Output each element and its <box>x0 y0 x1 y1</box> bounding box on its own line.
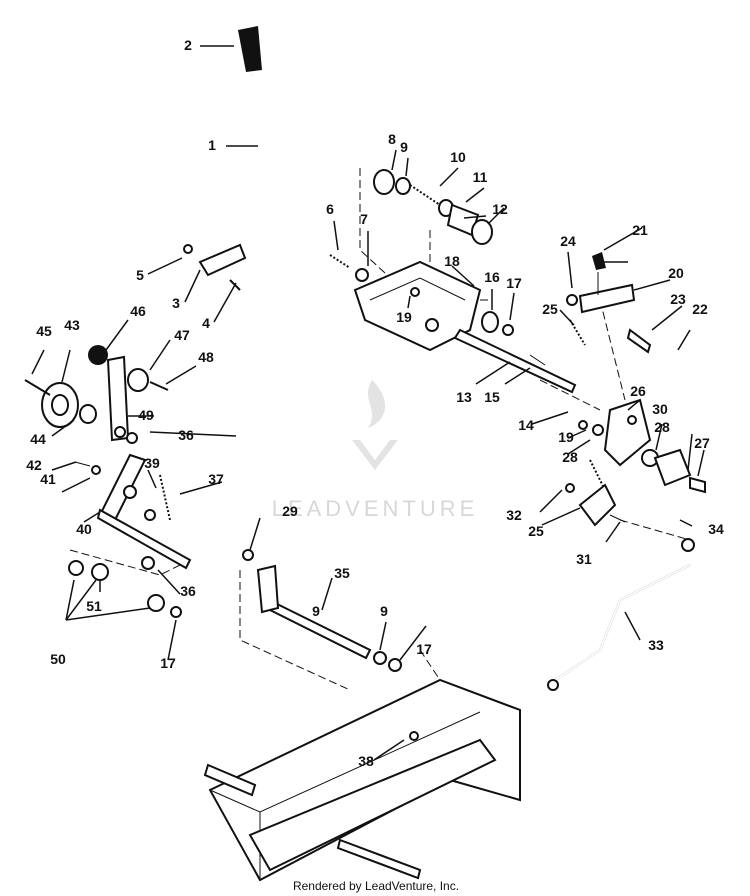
part-label-28: 28 <box>562 449 578 465</box>
part-label-28: 28 <box>654 419 670 435</box>
part-label-21: 21 <box>632 222 648 238</box>
part-label-9: 9 <box>312 603 320 619</box>
left-idler-assembly <box>24 243 247 618</box>
part-label-46: 46 <box>130 303 146 319</box>
footer-credit: Rendered by LeadVenture, Inc. <box>293 879 459 893</box>
part-label-30: 30 <box>652 401 668 417</box>
part-label-17: 17 <box>416 641 432 657</box>
part-label-20: 20 <box>668 265 684 281</box>
part-label-34: 34 <box>708 521 724 537</box>
part-label-49: 49 <box>138 407 154 423</box>
part-label-50: 50 <box>50 651 66 667</box>
part-label-40: 40 <box>76 521 92 537</box>
part-label-33: 33 <box>648 637 664 653</box>
part-label-22: 22 <box>692 301 708 317</box>
part-label-18: 18 <box>444 253 460 269</box>
part-label-44: 44 <box>30 431 46 447</box>
part-label-1: 1 <box>208 137 216 153</box>
right-linkage <box>565 252 706 527</box>
part-label-2: 2 <box>184 37 192 53</box>
part-label-36: 36 <box>178 427 194 443</box>
part-label-3: 3 <box>172 295 180 311</box>
watermark-logo-icon <box>352 380 398 470</box>
part-label-8: 8 <box>388 131 396 147</box>
part-label-25: 25 <box>528 523 544 539</box>
part-label-35: 35 <box>334 565 350 581</box>
part-label-23: 23 <box>670 291 686 307</box>
part-label-9: 9 <box>400 139 408 155</box>
part-labels <box>31 45 705 761</box>
part-label-9: 9 <box>380 603 388 619</box>
part-label-42: 42 <box>26 457 42 473</box>
part-label-48: 48 <box>198 349 214 365</box>
part-label-27: 27 <box>694 435 710 451</box>
chassis-frame <box>203 678 521 882</box>
part-label-15: 15 <box>484 389 500 405</box>
part-label-7: 7 <box>360 211 368 227</box>
part-label-31: 31 <box>576 551 592 567</box>
lever-bracket <box>353 260 482 352</box>
watermark-text: LEADVENTURE <box>272 496 479 521</box>
part-label-11: 11 <box>473 169 488 185</box>
part-label-26: 26 <box>630 383 646 399</box>
control-rod <box>547 538 695 691</box>
part-label-37: 37 <box>208 471 224 487</box>
part-label-17: 17 <box>160 655 176 671</box>
cross-shaft <box>453 311 577 394</box>
part-label-47: 47 <box>174 327 190 343</box>
part-label-16: 16 <box>484 269 500 285</box>
part-label-41: 41 <box>40 471 56 487</box>
part-label-12: 12 <box>492 201 508 217</box>
watermark: LEADVENTURE <box>272 380 479 521</box>
part-label-19: 19 <box>558 429 574 445</box>
part-label-10: 10 <box>450 149 466 165</box>
part-label-14: 14 <box>518 417 534 433</box>
part-label-17: 17 <box>506 275 522 291</box>
spring-knob-stack <box>329 169 493 282</box>
part-label-24: 24 <box>560 233 576 249</box>
shift-lever <box>238 26 361 307</box>
part-label-25: 25 <box>542 301 558 317</box>
part-label-19: 19 <box>396 309 412 325</box>
part-label-5: 5 <box>136 267 144 283</box>
main-shaft <box>242 549 402 672</box>
part-label-38: 38 <box>358 753 374 769</box>
part-label-51: 51 <box>86 598 102 614</box>
part-label-29: 29 <box>282 503 298 519</box>
part-label-4: 4 <box>202 315 210 331</box>
part-label-32: 32 <box>506 507 522 523</box>
part-label-45: 45 <box>36 323 52 339</box>
part-label-36: 36 <box>180 583 196 599</box>
part-label-43: 43 <box>64 317 80 333</box>
part-label-6: 6 <box>326 201 334 217</box>
part-label-13: 13 <box>456 389 472 405</box>
part-label-39: 39 <box>144 455 160 471</box>
